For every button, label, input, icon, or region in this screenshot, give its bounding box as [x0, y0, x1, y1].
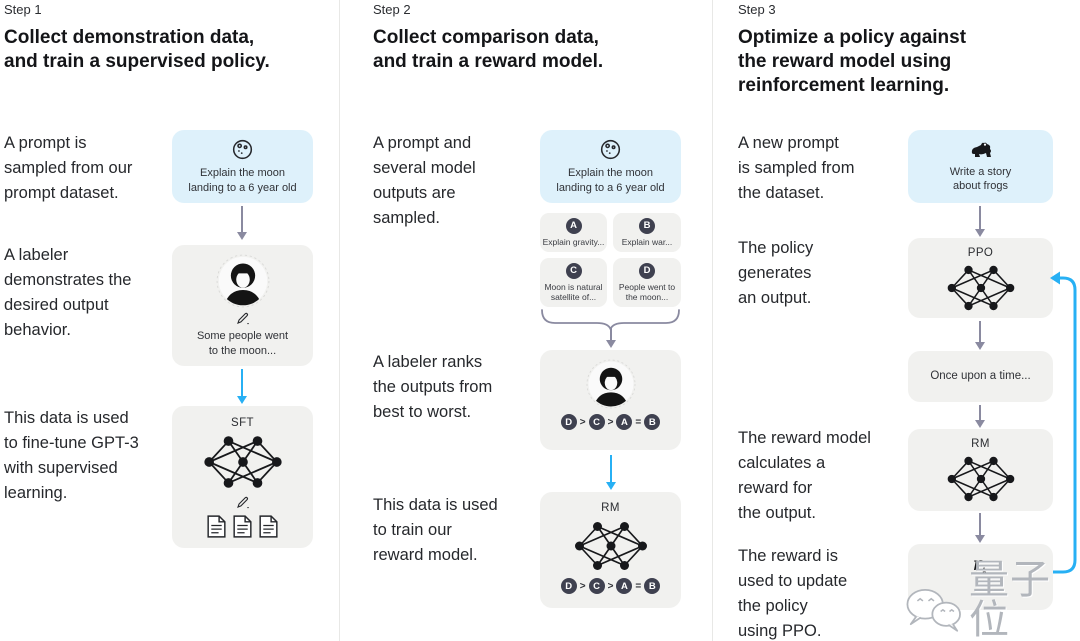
watermark-text: 量子位 [969, 557, 1051, 641]
arrow-down-icon [605, 328, 616, 348]
rank-badge: D [560, 578, 577, 594]
step3-caption-new-prompt: A new prompt is sampled from the dataset… [738, 134, 855, 202]
step2-label: Step 2 [373, 2, 411, 17]
moon-icon [599, 138, 622, 161]
step1-caption-labeler: A labeler demonstrates the desired outpu… [4, 246, 132, 339]
rank-separator: > [607, 416, 614, 428]
output-card-c: C Moon is natural satellite of... [540, 258, 607, 307]
badge-b: B [639, 217, 655, 234]
watermark: 量子位 [903, 560, 1080, 640]
step3-title: Optimize a policy against the reward mod… [738, 27, 967, 96]
step3-caption-reward-calc: The reward model calculates a reward for… [738, 429, 871, 522]
rank-badge: D [560, 414, 577, 430]
step1-label: Step 1 [4, 2, 42, 17]
rank-badge: A [616, 414, 633, 430]
output-c-text: Moon is natural satellite of... [544, 281, 603, 303]
rank-badge: B [644, 414, 661, 430]
arrow-down-icon [975, 206, 985, 237]
feedback-loop-arrow-icon [1045, 266, 1080, 578]
rank-badge: A [616, 578, 633, 594]
rank-badge: C [588, 414, 605, 430]
output-card-b: B Explain war... [613, 213, 681, 252]
output-card-d: D People went to the moon... [613, 258, 681, 307]
sft-label: SFT [231, 417, 254, 429]
output-d-text: People went to the moon... [618, 281, 676, 303]
step1-labeler-text: Some people went to the moon... [196, 330, 289, 357]
step2-rm-box: RM D > C > A = B [540, 492, 681, 608]
ranking-row: D > C > A = B [560, 578, 661, 594]
rank-badge: C [588, 578, 605, 594]
wechat-icon [903, 584, 965, 640]
step3-output-text: Once upon a time... [930, 370, 1031, 383]
moon-icon [231, 138, 254, 161]
step3-output-box: Once upon a time... [908, 351, 1053, 402]
arrow-down-icon [975, 513, 985, 543]
ppo-label: PPO [967, 247, 994, 259]
step1-sft-box: SFT [172, 406, 313, 548]
labeler-avatar-icon [216, 254, 270, 308]
reward-symbol: rk [972, 553, 989, 578]
badge-a: A [565, 217, 582, 234]
document-icon [206, 514, 227, 539]
neural-network-icon [936, 454, 1026, 504]
step1-caption-prompt: A prompt is sampled from our prompt data… [4, 134, 133, 202]
pencil-icon [235, 311, 250, 326]
step2-caption-sampled: A prompt and several model outputs are s… [373, 134, 476, 227]
labeler-avatar-icon [586, 359, 636, 409]
rank-separator: > [579, 416, 586, 428]
column-divider [712, 0, 713, 641]
step3-ppo-box: PPO [908, 238, 1053, 318]
neural-network-icon [199, 433, 287, 491]
rm-label: RM [971, 438, 990, 450]
output-a-text: Explain gravity... [542, 236, 605, 247]
step2-labeler-box: D > C > A = B [540, 350, 681, 450]
rank-separator: > [607, 580, 614, 592]
badge-d: D [639, 262, 655, 279]
step2-caption-ranks: A labeler ranks the outputs from best to… [373, 353, 493, 421]
step3-rm-box: RM [908, 429, 1053, 511]
neural-network-icon [936, 263, 1026, 313]
frog-icon [968, 140, 994, 160]
rm-label: RM [601, 502, 620, 514]
step2-prompt-box: Explain the moon landing to a 6 year old [540, 130, 681, 203]
document-icon [232, 514, 253, 539]
rank-badge: B [644, 578, 661, 594]
pencil-icon [235, 495, 250, 510]
output-card-a: A Explain gravity... [540, 213, 607, 252]
step2-caption-train: This data is used to train our reward mo… [373, 496, 498, 564]
step1-title: Collect demonstration data, and train a … [4, 27, 270, 72]
brace-icon [540, 309, 681, 330]
step3-prompt-text: Write a story about frogs [949, 165, 1012, 193]
step3-label: Step 3 [738, 2, 776, 17]
arrow-down-icon [237, 206, 247, 240]
rank-separator: = [635, 416, 642, 428]
step1-caption-finetune: This data is used to fine-tune GPT-3 wit… [4, 409, 139, 502]
column-divider [339, 0, 340, 641]
step3-caption-reward-update: The reward is used to update the policy … [738, 547, 848, 640]
documents-row [206, 514, 279, 539]
arrow-down-icon [975, 321, 985, 350]
step2-prompt-text: Explain the moon landing to a 6 year old [556, 167, 665, 194]
step1-prompt-box: Explain the moon landing to a 6 year old [172, 130, 313, 203]
ranking-row: D > C > A = B [560, 414, 661, 430]
step1-prompt-text: Explain the moon landing to a 6 year old [188, 167, 297, 194]
document-icon [258, 514, 279, 539]
step1-labeler-box: Some people went to the moon... [172, 245, 313, 366]
neural-network-icon [567, 519, 655, 573]
step2-title: Collect comparison data, and train a rew… [373, 27, 604, 72]
step3-prompt-box: Write a story about frogs [908, 130, 1053, 203]
rank-separator: > [579, 580, 586, 592]
output-b-text: Explain war... [621, 236, 673, 247]
badge-c: C [565, 262, 582, 279]
arrow-down-icon [237, 369, 247, 404]
rank-separator: = [635, 580, 642, 592]
arrow-down-icon [605, 455, 616, 490]
step3-caption-policy: The policy generates an output. [738, 239, 814, 307]
arrow-down-icon [975, 405, 985, 428]
